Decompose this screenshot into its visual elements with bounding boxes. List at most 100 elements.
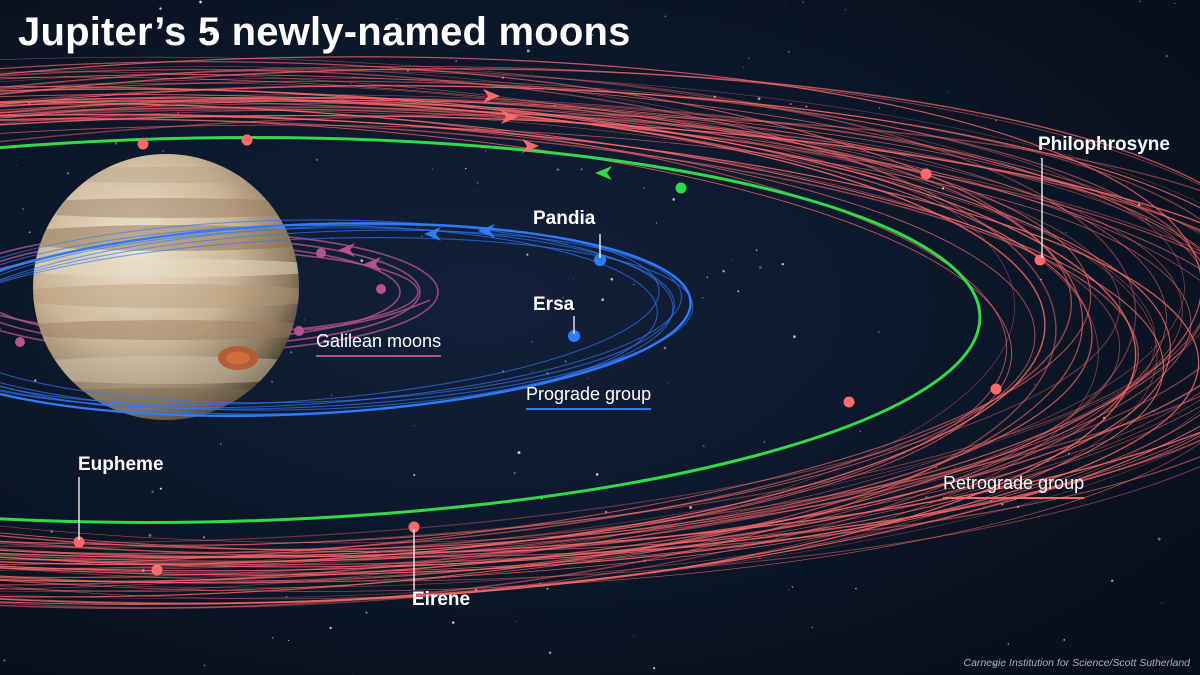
prograde-orbit-path <box>0 224 660 406</box>
star <box>667 382 669 384</box>
star <box>1165 54 1169 58</box>
retrograde-orbit-path <box>0 103 1008 557</box>
star <box>159 487 162 490</box>
star <box>151 490 155 494</box>
label-ersa: Ersa <box>533 294 575 315</box>
star <box>655 222 658 224</box>
star <box>573 279 575 281</box>
star <box>352 673 354 675</box>
retrograde-orbit-path <box>0 113 1036 546</box>
retrograde-arrow <box>522 139 539 153</box>
star <box>431 168 433 170</box>
star <box>580 168 583 171</box>
star <box>209 32 213 36</box>
prograde-orbit-path <box>0 219 674 411</box>
star <box>220 443 222 445</box>
star <box>737 290 740 293</box>
retrograde-orbit-path <box>0 76 1200 592</box>
star <box>948 91 950 93</box>
retrograde-orbit-path <box>0 71 1158 603</box>
galilean-orbit-front <box>299 299 431 331</box>
star <box>177 112 179 114</box>
eupheme-dot <box>73 536 85 548</box>
retrograde-orbit-path <box>0 96 1200 574</box>
retrograde-orbit-path <box>0 68 1137 609</box>
star <box>791 586 794 588</box>
star <box>564 360 567 363</box>
star <box>406 69 410 72</box>
star <box>0 327 2 330</box>
star <box>702 445 705 448</box>
star <box>351 82 353 85</box>
retrograde-orbit-path <box>0 88 1137 605</box>
retrograde-orbit-path <box>0 114 1200 559</box>
retrograde-orbit-path <box>0 56 1200 589</box>
retrograde-orbit-path <box>0 113 1200 561</box>
star <box>159 7 162 10</box>
star <box>365 611 368 614</box>
star <box>315 158 319 162</box>
retrograde-orbits <box>0 56 1200 609</box>
star <box>465 167 467 170</box>
star <box>114 142 118 145</box>
retrograde-orbit-path <box>0 99 1093 551</box>
star <box>392 344 394 345</box>
prograde-orbit-path <box>0 227 675 404</box>
prograde-orbit-path <box>0 222 692 418</box>
star <box>747 57 750 60</box>
star <box>329 626 332 630</box>
retrograde-orbit-path <box>0 66 1200 583</box>
label-pandia: Pandia <box>533 208 596 229</box>
label-galilean-group: Galilean moons <box>316 331 442 357</box>
star <box>360 259 364 263</box>
star <box>1139 0 1141 2</box>
star <box>789 102 792 106</box>
star <box>203 536 206 539</box>
star <box>781 262 785 266</box>
retrograde-orbit-path <box>0 97 1073 555</box>
star <box>713 95 716 98</box>
star <box>1068 452 1070 455</box>
star <box>517 451 521 455</box>
galilean-moon-dot <box>15 337 25 347</box>
retrograde-orbit-path <box>0 118 1013 558</box>
retrograde-orbit-path <box>0 97 1046 566</box>
star <box>331 394 333 396</box>
prograde-arrow <box>478 224 495 238</box>
prograde-orbits <box>0 219 694 418</box>
star <box>802 1 804 3</box>
retrograde-moon-dot <box>241 134 253 146</box>
star <box>556 168 560 171</box>
star <box>1034 383 1036 386</box>
star <box>869 215 871 217</box>
moon-markers <box>15 134 1046 576</box>
green-moon-dot <box>675 182 687 194</box>
star <box>1063 639 1066 641</box>
retrograde-moon-dot <box>920 168 932 180</box>
retrograde-orbit-path <box>0 124 1192 569</box>
retrograde-orbit-path <box>0 82 1099 600</box>
label-eupheme: Eupheme <box>78 454 164 475</box>
star <box>592 34 594 36</box>
star <box>1110 579 1114 583</box>
star <box>633 284 635 286</box>
star <box>878 107 880 109</box>
star <box>203 664 206 667</box>
pandia-dot <box>594 254 606 266</box>
retrograde-orbit-path <box>0 86 1171 572</box>
star <box>421 235 423 237</box>
star <box>539 582 541 584</box>
label-prograde-group: Prograde group <box>526 384 652 410</box>
star <box>290 351 293 354</box>
star <box>15 165 17 167</box>
retrograde-orbit-path <box>0 77 1185 590</box>
label-philophrosyne: Philophrosyne <box>1038 134 1170 155</box>
star <box>84 108 86 110</box>
label-retrograde-group: Retrograde group <box>943 473 1085 499</box>
retrograde-orbit-path <box>0 106 1200 566</box>
philophrosyne-dot <box>1034 254 1046 266</box>
star <box>50 530 54 533</box>
ersa-dot <box>568 330 580 342</box>
star <box>455 60 458 63</box>
